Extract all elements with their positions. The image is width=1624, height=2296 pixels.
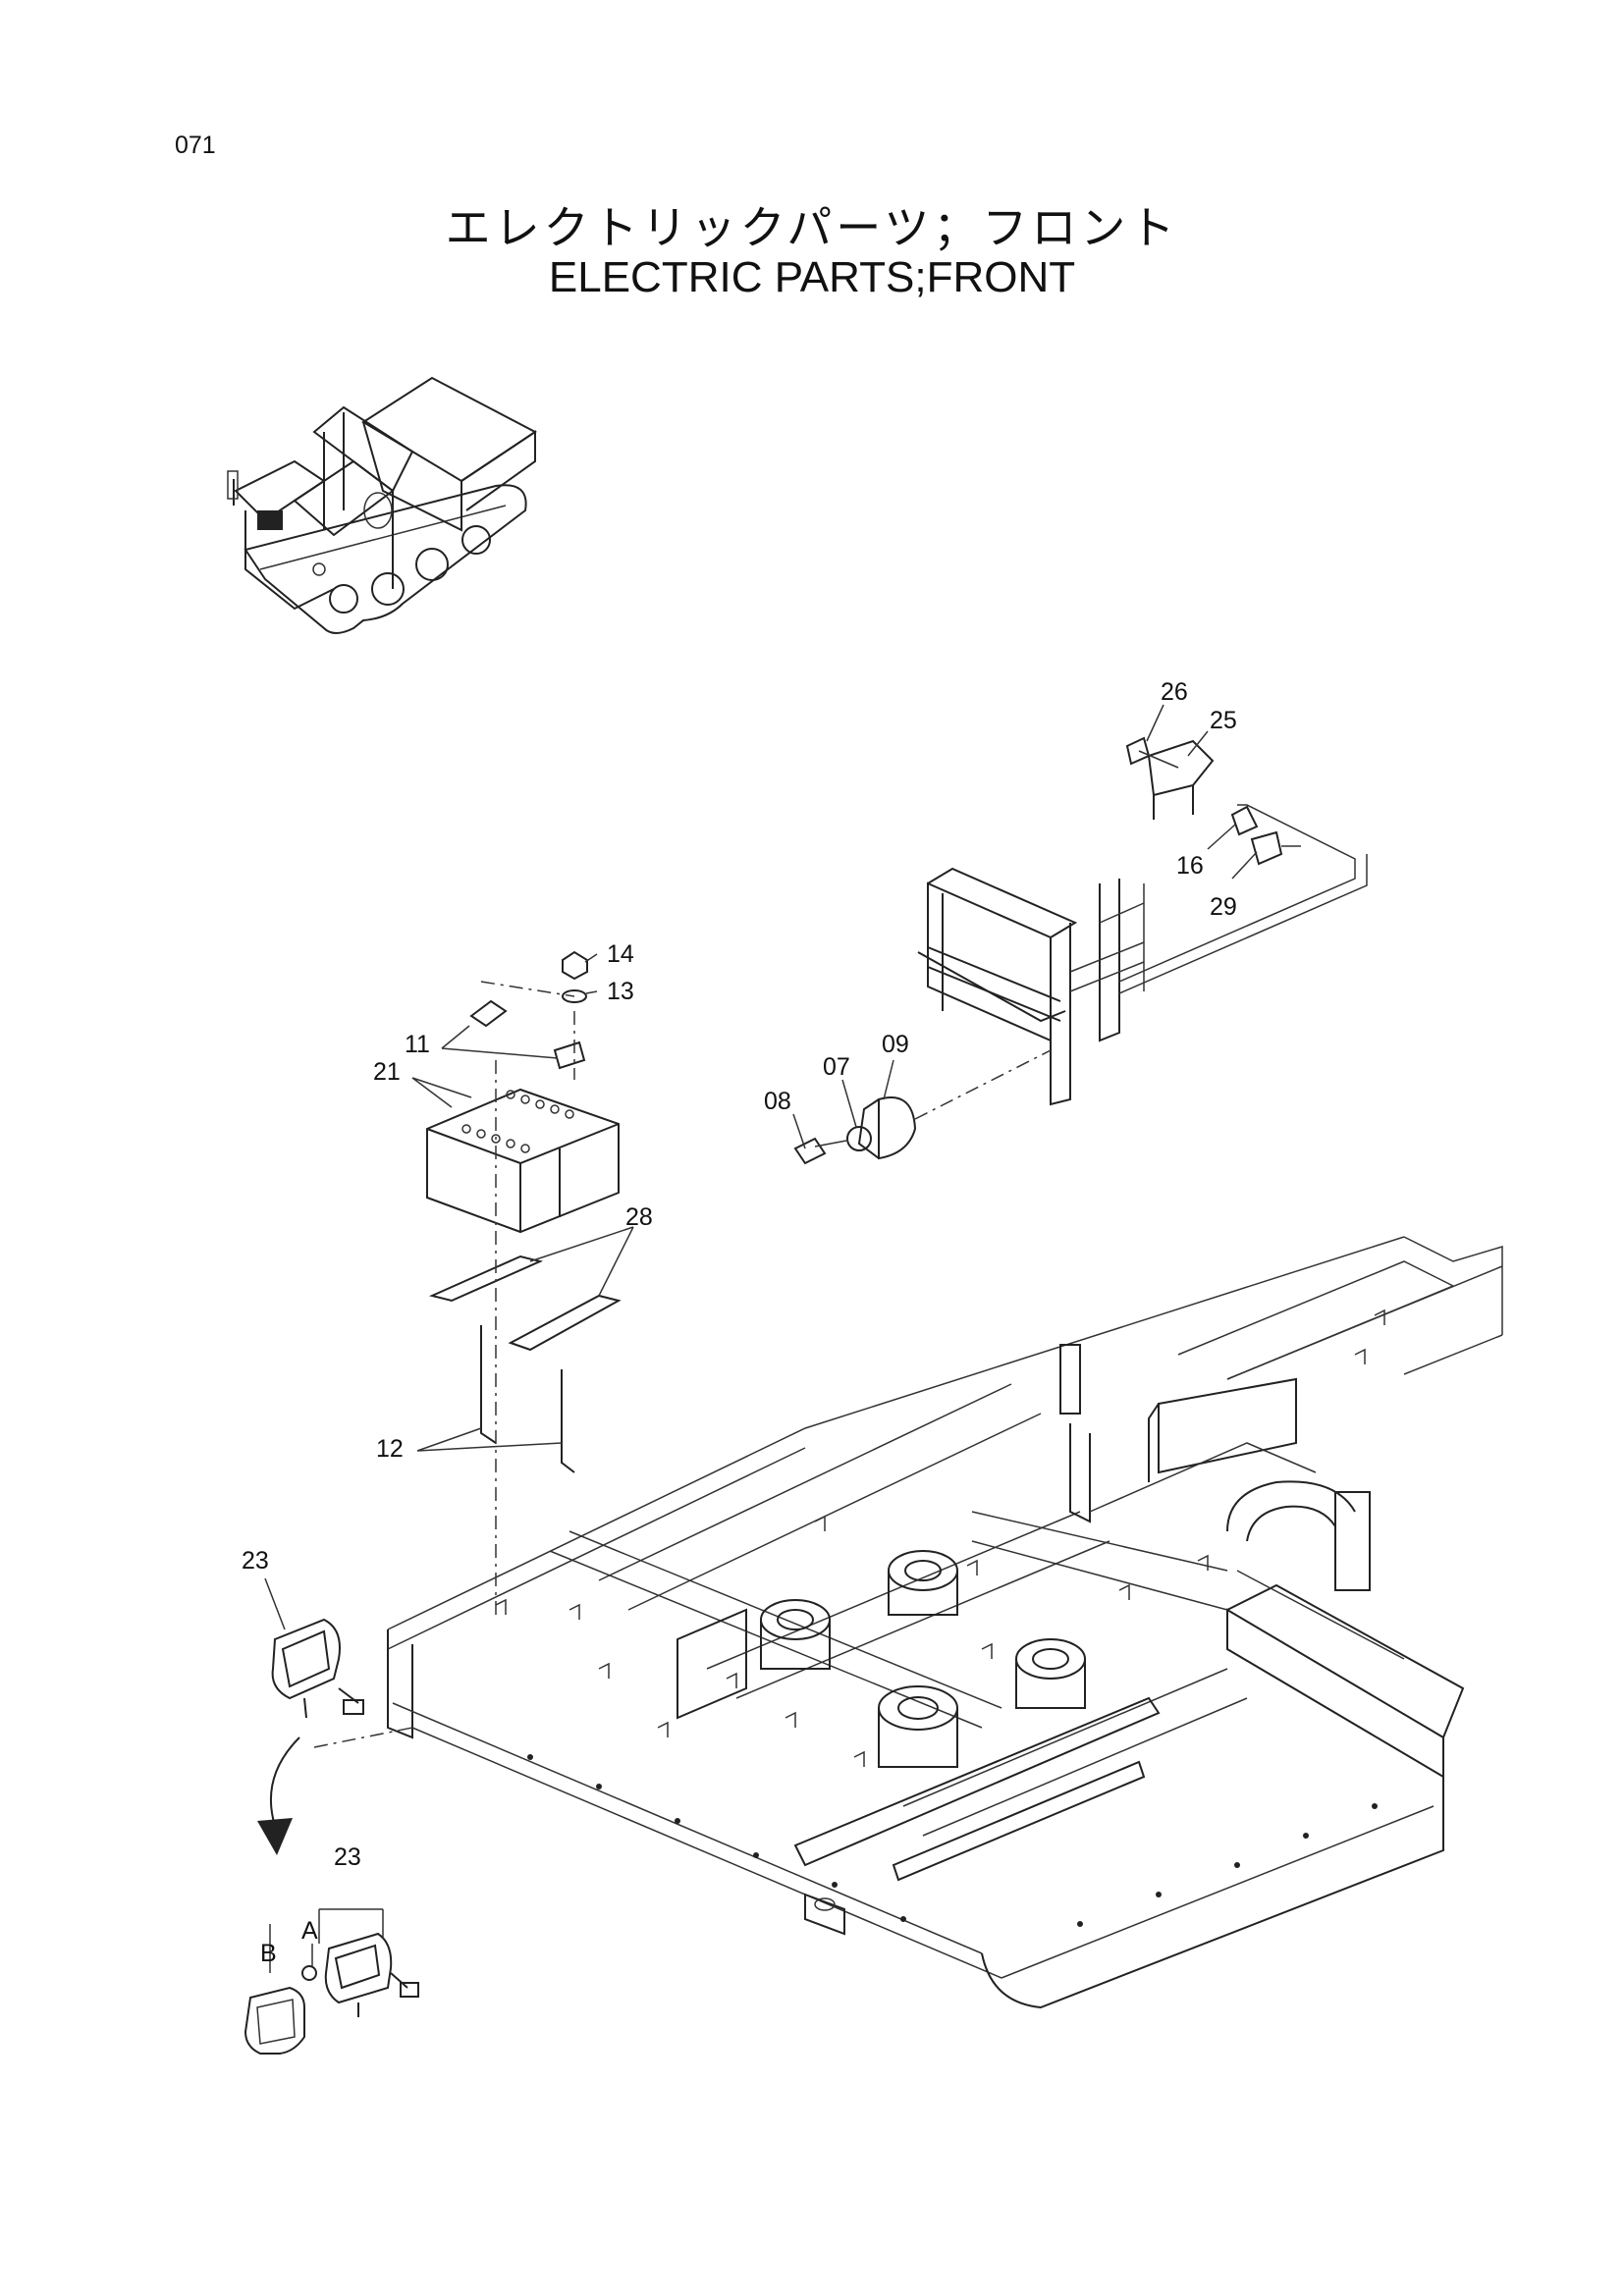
work-light-upper (271, 1618, 413, 1748)
callout-07: 07 (823, 1053, 850, 1081)
callout-14: 14 (607, 940, 634, 968)
vehicle-overview-illustration (227, 376, 537, 634)
callout-29: 29 (1210, 893, 1237, 921)
callout-13: 13 (607, 978, 634, 1005)
work-light-detail (244, 1908, 419, 2055)
frame-bracket-assembly (917, 736, 1368, 1106)
callout-25: 25 (1210, 707, 1237, 734)
callout-09: 09 (882, 1031, 909, 1058)
leader-lines (264, 704, 1258, 1630)
callout-11: 11 (405, 1031, 430, 1058)
callout-B: B (260, 1940, 277, 1967)
callout-12: 12 (376, 1435, 404, 1463)
callout-21: 21 (373, 1058, 401, 1086)
horn-assembly (793, 1049, 1052, 1165)
page-number: 071 (175, 132, 216, 159)
callout-A: A (301, 1917, 318, 1945)
title-english: ELECTRIC PARTS;FRONT (548, 253, 1076, 301)
callout-23-lower: 23 (334, 1843, 361, 1871)
callout-08: 08 (764, 1088, 791, 1115)
battery-assembly (426, 950, 622, 1620)
view-arrow (257, 1736, 300, 1855)
callout-28: 28 (625, 1203, 653, 1231)
callout-labels: 26 25 16 29 14 13 11 21 09 07 08 28 12 2… (242, 678, 1237, 1967)
callout-23-upper: 23 (242, 1547, 269, 1575)
title-japanese: エレクトリックパーツ；フロント (445, 201, 1179, 254)
callout-16: 16 (1176, 852, 1204, 880)
callout-26: 26 (1161, 678, 1188, 706)
chassis-frame (387, 1236, 1503, 2009)
